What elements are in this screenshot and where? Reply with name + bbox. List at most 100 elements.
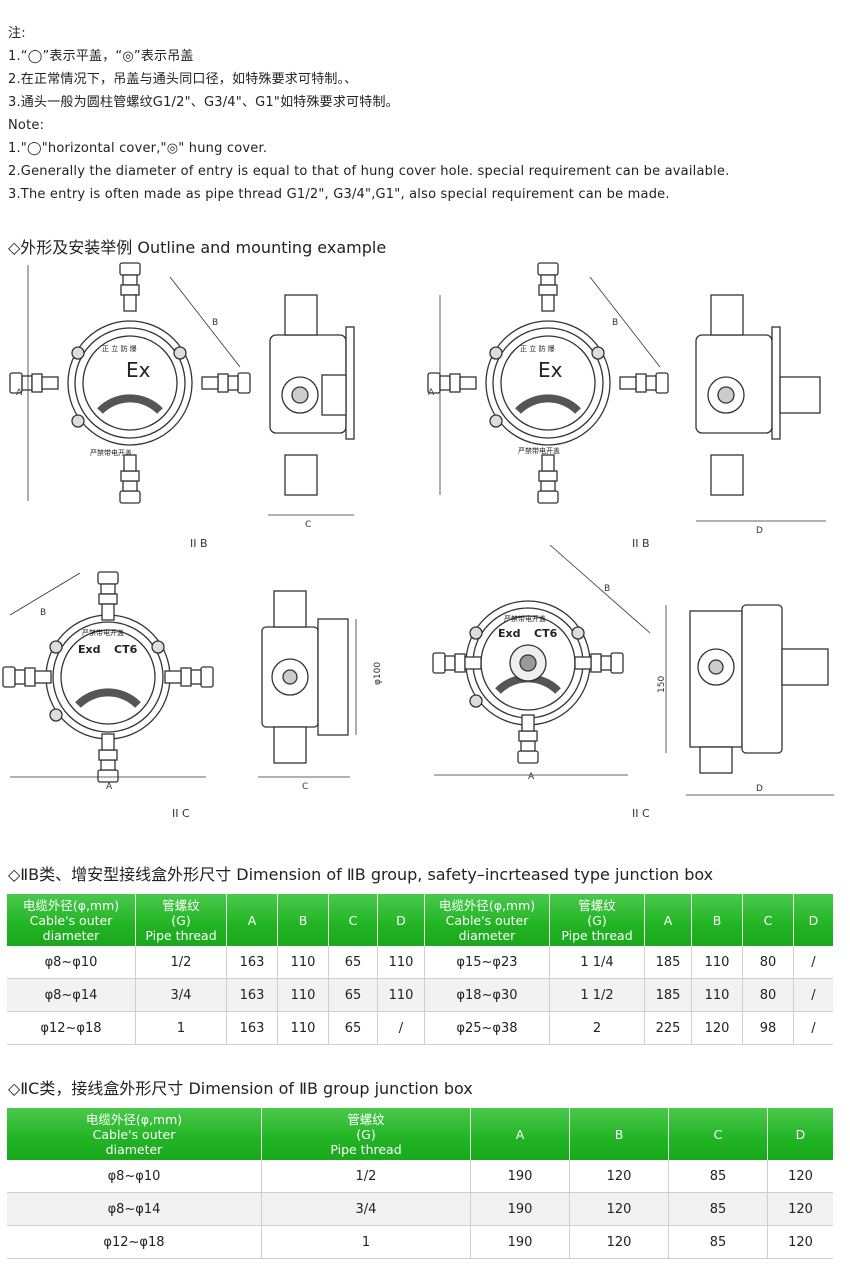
svg-text:φ100: φ100: [373, 662, 383, 685]
table-cell: φ15~φ23: [424, 946, 550, 979]
table-cell: 110: [277, 978, 329, 1012]
table1-h-c2: C: [742, 894, 794, 946]
table-cell: 65: [328, 978, 378, 1012]
svg-text:A: A: [16, 388, 23, 398]
table-cell: 120: [767, 1225, 833, 1259]
iib-side-view-2: D: [695, 294, 826, 536]
fig-label-iib-1: II B: [190, 537, 208, 550]
table-cell: 225: [644, 1011, 692, 1045]
note-cn-3: 3.通头一般为圆柱管螺纹G1/2"、G3/4"、G1"如特殊要求可特制。: [8, 95, 399, 110]
fig-label-iic-2: II C: [632, 807, 650, 820]
table-cell: /: [793, 946, 833, 979]
table1-title: ◇ⅡB类、增安型接线盒外形尺寸 Dimension of ⅡB group, s…: [8, 865, 714, 884]
svg-text:严禁带电开盖: 严禁带电开盖: [504, 614, 546, 623]
table-cell: 1/2: [135, 946, 227, 979]
svg-text:Ex: Ex: [126, 358, 151, 382]
table-cell: φ12~φ18: [7, 1225, 262, 1259]
table1-h-a1: A: [226, 894, 278, 946]
svg-text:C: C: [302, 782, 308, 792]
table-cell: 190: [470, 1192, 570, 1226]
table-cell: 85: [668, 1225, 768, 1259]
table-cell: 120: [569, 1160, 669, 1193]
svg-text:B: B: [212, 318, 218, 328]
note-en-1: 1."◯"horizontal cover,"◎" hung cover.: [8, 141, 268, 156]
table-cell: 120: [569, 1225, 669, 1259]
iib-side-view-1: C: [268, 294, 355, 530]
table-cell: φ8~φ10: [7, 946, 136, 979]
table-cell: 1 1/4: [549, 946, 645, 979]
table-cell: 1: [135, 1011, 227, 1045]
table-cell: 163: [226, 1011, 278, 1045]
svg-text:Exd: Exd: [78, 643, 100, 656]
svg-text:A: A: [428, 388, 435, 398]
table-cell: 120: [767, 1192, 833, 1226]
table-cell: 1 1/2: [549, 978, 645, 1012]
table-cell: 65: [328, 946, 378, 979]
table-cell: 3/4: [135, 978, 227, 1012]
iic-side-view-2: 150 D: [657, 604, 834, 796]
table2-h-thread: 管螺纹(G)Pipe thread: [261, 1108, 471, 1160]
table-cell: 110: [691, 978, 743, 1012]
svg-text:150: 150: [657, 676, 667, 693]
svg-text:Exd: Exd: [498, 627, 520, 640]
fig-label-iic-1: II C: [172, 807, 190, 820]
table-cell: /: [377, 1011, 425, 1045]
table-cell: φ8~φ14: [7, 978, 136, 1012]
table-cell: 1: [261, 1225, 471, 1259]
table-cell: 110: [277, 946, 329, 979]
svg-text:A: A: [106, 782, 113, 792]
table-cell: 2: [549, 1011, 645, 1045]
table2-h-a: A: [470, 1108, 570, 1160]
iic-front-view-1: Exd CT6 严禁带电开盖 A B: [2, 571, 214, 792]
table-cell: φ25~φ38: [424, 1011, 550, 1045]
svg-text:B: B: [612, 318, 618, 328]
iib-front-view-1: Ex 正 立 防 爆 严禁带电开盖 A B: [9, 262, 251, 504]
table1-h-b2: B: [691, 894, 743, 946]
svg-text:D: D: [756, 526, 763, 536]
table-cell: 1/2: [261, 1160, 471, 1193]
svg-text:严禁带电开盖: 严禁带电开盖: [90, 448, 132, 457]
svg-text:CT6: CT6: [114, 643, 138, 656]
notes-heading-en: Note:: [8, 118, 45, 133]
note-en-3: 3.The entry is often made as pipe thread…: [8, 187, 670, 202]
table2-h-d: D: [767, 1108, 833, 1160]
table1-h-b1: B: [277, 894, 329, 946]
svg-text:CT6: CT6: [534, 627, 558, 640]
table-cell: 110: [377, 978, 425, 1012]
svg-text:正 立 防 爆: 正 立 防 爆: [102, 344, 137, 353]
table1-h-d2: D: [793, 894, 833, 946]
svg-text:B: B: [40, 608, 46, 618]
table-cell: 85: [668, 1192, 768, 1226]
svg-text:Ex: Ex: [538, 358, 563, 382]
table-cell: 120: [767, 1160, 833, 1193]
iic-side-view-1: φ100 C: [258, 590, 383, 792]
table-cell: 190: [470, 1225, 570, 1259]
table-cell: 120: [569, 1192, 669, 1226]
table-cell: φ18~φ30: [424, 978, 550, 1012]
svg-text:C: C: [305, 520, 311, 530]
table-cell: /: [793, 1011, 833, 1045]
table1-h-thread1: 管螺纹(G)Pipe thread: [135, 894, 227, 946]
table-cell: 120: [691, 1011, 743, 1045]
table-cell: φ12~φ18: [7, 1011, 136, 1045]
svg-text:D: D: [756, 784, 763, 794]
table-cell: 3/4: [261, 1192, 471, 1226]
outline-drawings: Ex 正 立 防 爆 严禁带电开盖 A B C Ex 正 立 防 爆 严禁带电开…: [2, 262, 834, 796]
note-cn-2: 2.在正常情况下，吊盖与通头同口径，如特殊要求可特制。、: [8, 72, 358, 87]
table-cell: φ8~φ14: [7, 1192, 262, 1226]
iic-front-view-2: Exd CT6 严禁带电开盖 A B: [432, 544, 651, 782]
note-cn-1: 1.“◯”表示平盖，“◎”表示吊盖: [8, 49, 194, 64]
table-cell: 185: [644, 946, 692, 979]
table-cell: 110: [277, 1011, 329, 1045]
table2-h-c: C: [668, 1108, 768, 1160]
notes-heading-cn: 注:: [8, 26, 26, 41]
note-en-2: 2.Generally the diameter of entry is equ…: [8, 164, 730, 179]
table1-h-thread2: 管螺纹(G)Pipe thread: [549, 894, 645, 946]
outline-section-title: ◇外形及安装举例 Outline and mounting example: [8, 238, 387, 257]
